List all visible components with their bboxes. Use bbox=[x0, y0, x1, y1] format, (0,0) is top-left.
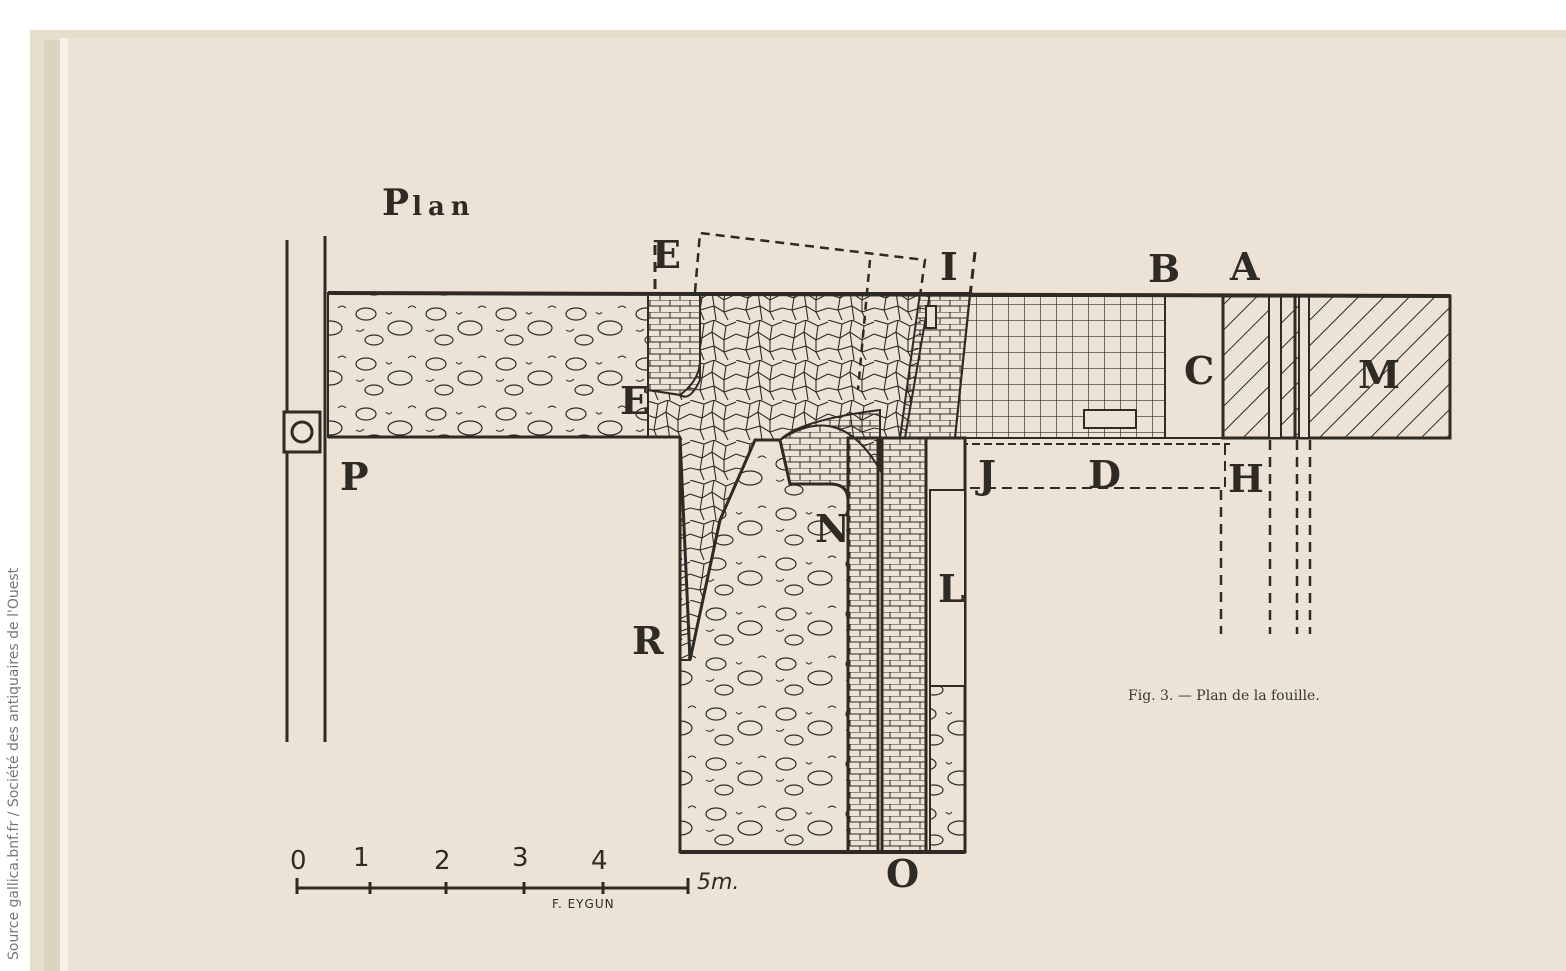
label-m: M bbox=[1358, 352, 1401, 397]
label-e-top: E bbox=[652, 232, 681, 277]
source-credit: Source gallica.bnf.fr / Société des anti… bbox=[6, 567, 22, 960]
plan-title-initial: P bbox=[382, 182, 413, 224]
plan-title: Plan bbox=[382, 182, 476, 224]
label-e-mid: E bbox=[620, 378, 649, 423]
label-b: B bbox=[1148, 246, 1181, 291]
label-p: P bbox=[340, 454, 369, 499]
scale-tick-0: 0 bbox=[290, 846, 307, 876]
plan-title-rest: lan bbox=[412, 192, 476, 222]
label-j: J bbox=[978, 452, 996, 497]
label-d: D bbox=[1088, 452, 1121, 497]
scale-tick-2: 2 bbox=[434, 846, 451, 876]
label-c: C bbox=[1184, 348, 1215, 393]
scale-tick-3: 3 bbox=[512, 843, 529, 873]
scale-unit: 5m. bbox=[697, 870, 740, 895]
label-h: H bbox=[1228, 456, 1264, 501]
label-o: O bbox=[886, 851, 920, 896]
scale-tick-4: 4 bbox=[591, 846, 608, 876]
label-n: N bbox=[815, 506, 850, 551]
label-l: L bbox=[938, 566, 965, 611]
figure-caption: Fig. 3. — Plan de la fouille. bbox=[1128, 688, 1320, 704]
label-a: A bbox=[1230, 244, 1260, 289]
label-r: R bbox=[632, 618, 664, 663]
engraver-signature: F. EYGUN bbox=[552, 897, 615, 911]
scale-tick-1: 1 bbox=[353, 843, 370, 873]
label-i: I bbox=[940, 244, 958, 289]
